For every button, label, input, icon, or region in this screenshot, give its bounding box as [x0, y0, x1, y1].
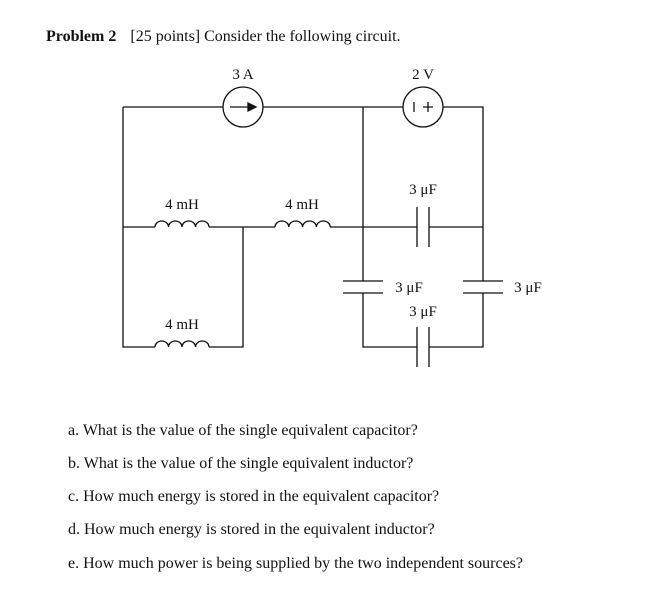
problem-label: Problem 2 [46, 28, 117, 45]
inductor-label: 4 mH [165, 197, 199, 213]
capacitor-icon [416, 207, 430, 247]
inductor-icon [274, 220, 331, 228]
problem-text: [25 points] Consider the following circu… [130, 28, 401, 45]
question-b: b. What is the value of the single equiv… [68, 455, 414, 472]
capacitor-label: 3 μF [395, 280, 423, 296]
current-source-label: 3 A [232, 67, 253, 83]
voltage-source-icon [402, 86, 444, 128]
inductor-icon [154, 340, 210, 348]
capacitor-icon [343, 280, 383, 294]
question-d: d. How much energy is stored in the equi… [68, 521, 435, 538]
question-a: a. What is the value of the single equiv… [68, 422, 418, 439]
voltage-source-label: 2 V [412, 67, 434, 83]
wires [122, 106, 484, 348]
problem-heading: Problem 2 [25 points] Consider the follow… [46, 28, 401, 46]
capacitor-label: 3 μF [409, 304, 437, 320]
current-source-icon [222, 86, 264, 128]
capacitor-icon [463, 280, 503, 294]
capacitor-label: 3 μF [409, 182, 437, 198]
question-e: e. How much power is being supplied by t… [68, 555, 524, 572]
inductor-label: 4 mH [165, 317, 199, 333]
capacitor-icon [416, 327, 430, 367]
inductor-label: 4 mH [285, 197, 319, 213]
question-c: c. How much energy is stored in the equi… [68, 488, 440, 505]
capacitor-label: 3 μF [514, 280, 542, 296]
inductor-icon [154, 220, 210, 228]
